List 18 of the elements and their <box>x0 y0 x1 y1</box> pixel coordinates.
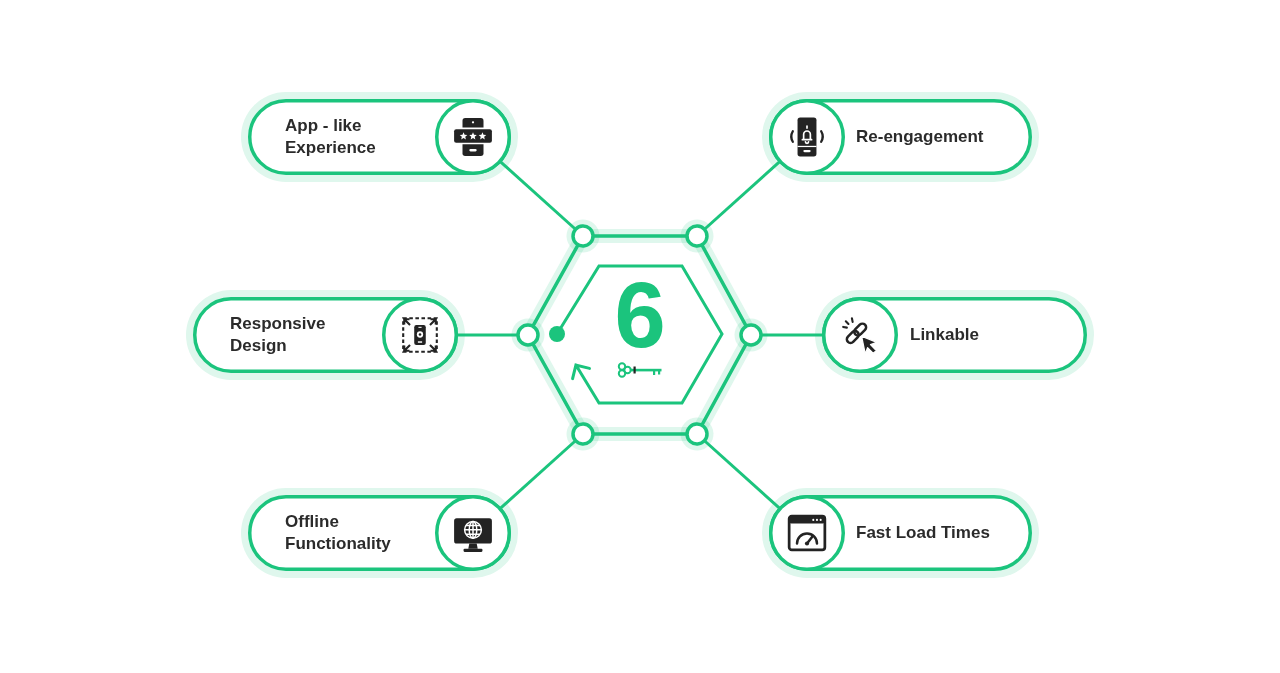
connector-line <box>499 160 602 255</box>
connector-line <box>732 316 823 354</box>
feature-pill <box>762 92 1039 182</box>
feature-label: App - like Experience <box>285 115 377 159</box>
cycle-arrow-hexagon <box>548 263 725 406</box>
connector-line <box>499 415 602 510</box>
connector-line <box>457 316 547 354</box>
feature-pill <box>241 488 518 578</box>
connector-line <box>678 160 781 255</box>
feature-label: Offline Functionality <box>285 511 392 555</box>
feature-label: Linkable <box>910 324 980 346</box>
feature-label: Responsive Design <box>230 313 327 357</box>
feature-label: Re-engagement <box>856 126 985 148</box>
hexagon-number: 6 <box>614 276 666 355</box>
feature-pill <box>241 92 518 182</box>
connector-line <box>678 415 781 510</box>
feature-label: Fast Load Times <box>856 522 991 544</box>
feature-pill <box>762 488 1039 578</box>
